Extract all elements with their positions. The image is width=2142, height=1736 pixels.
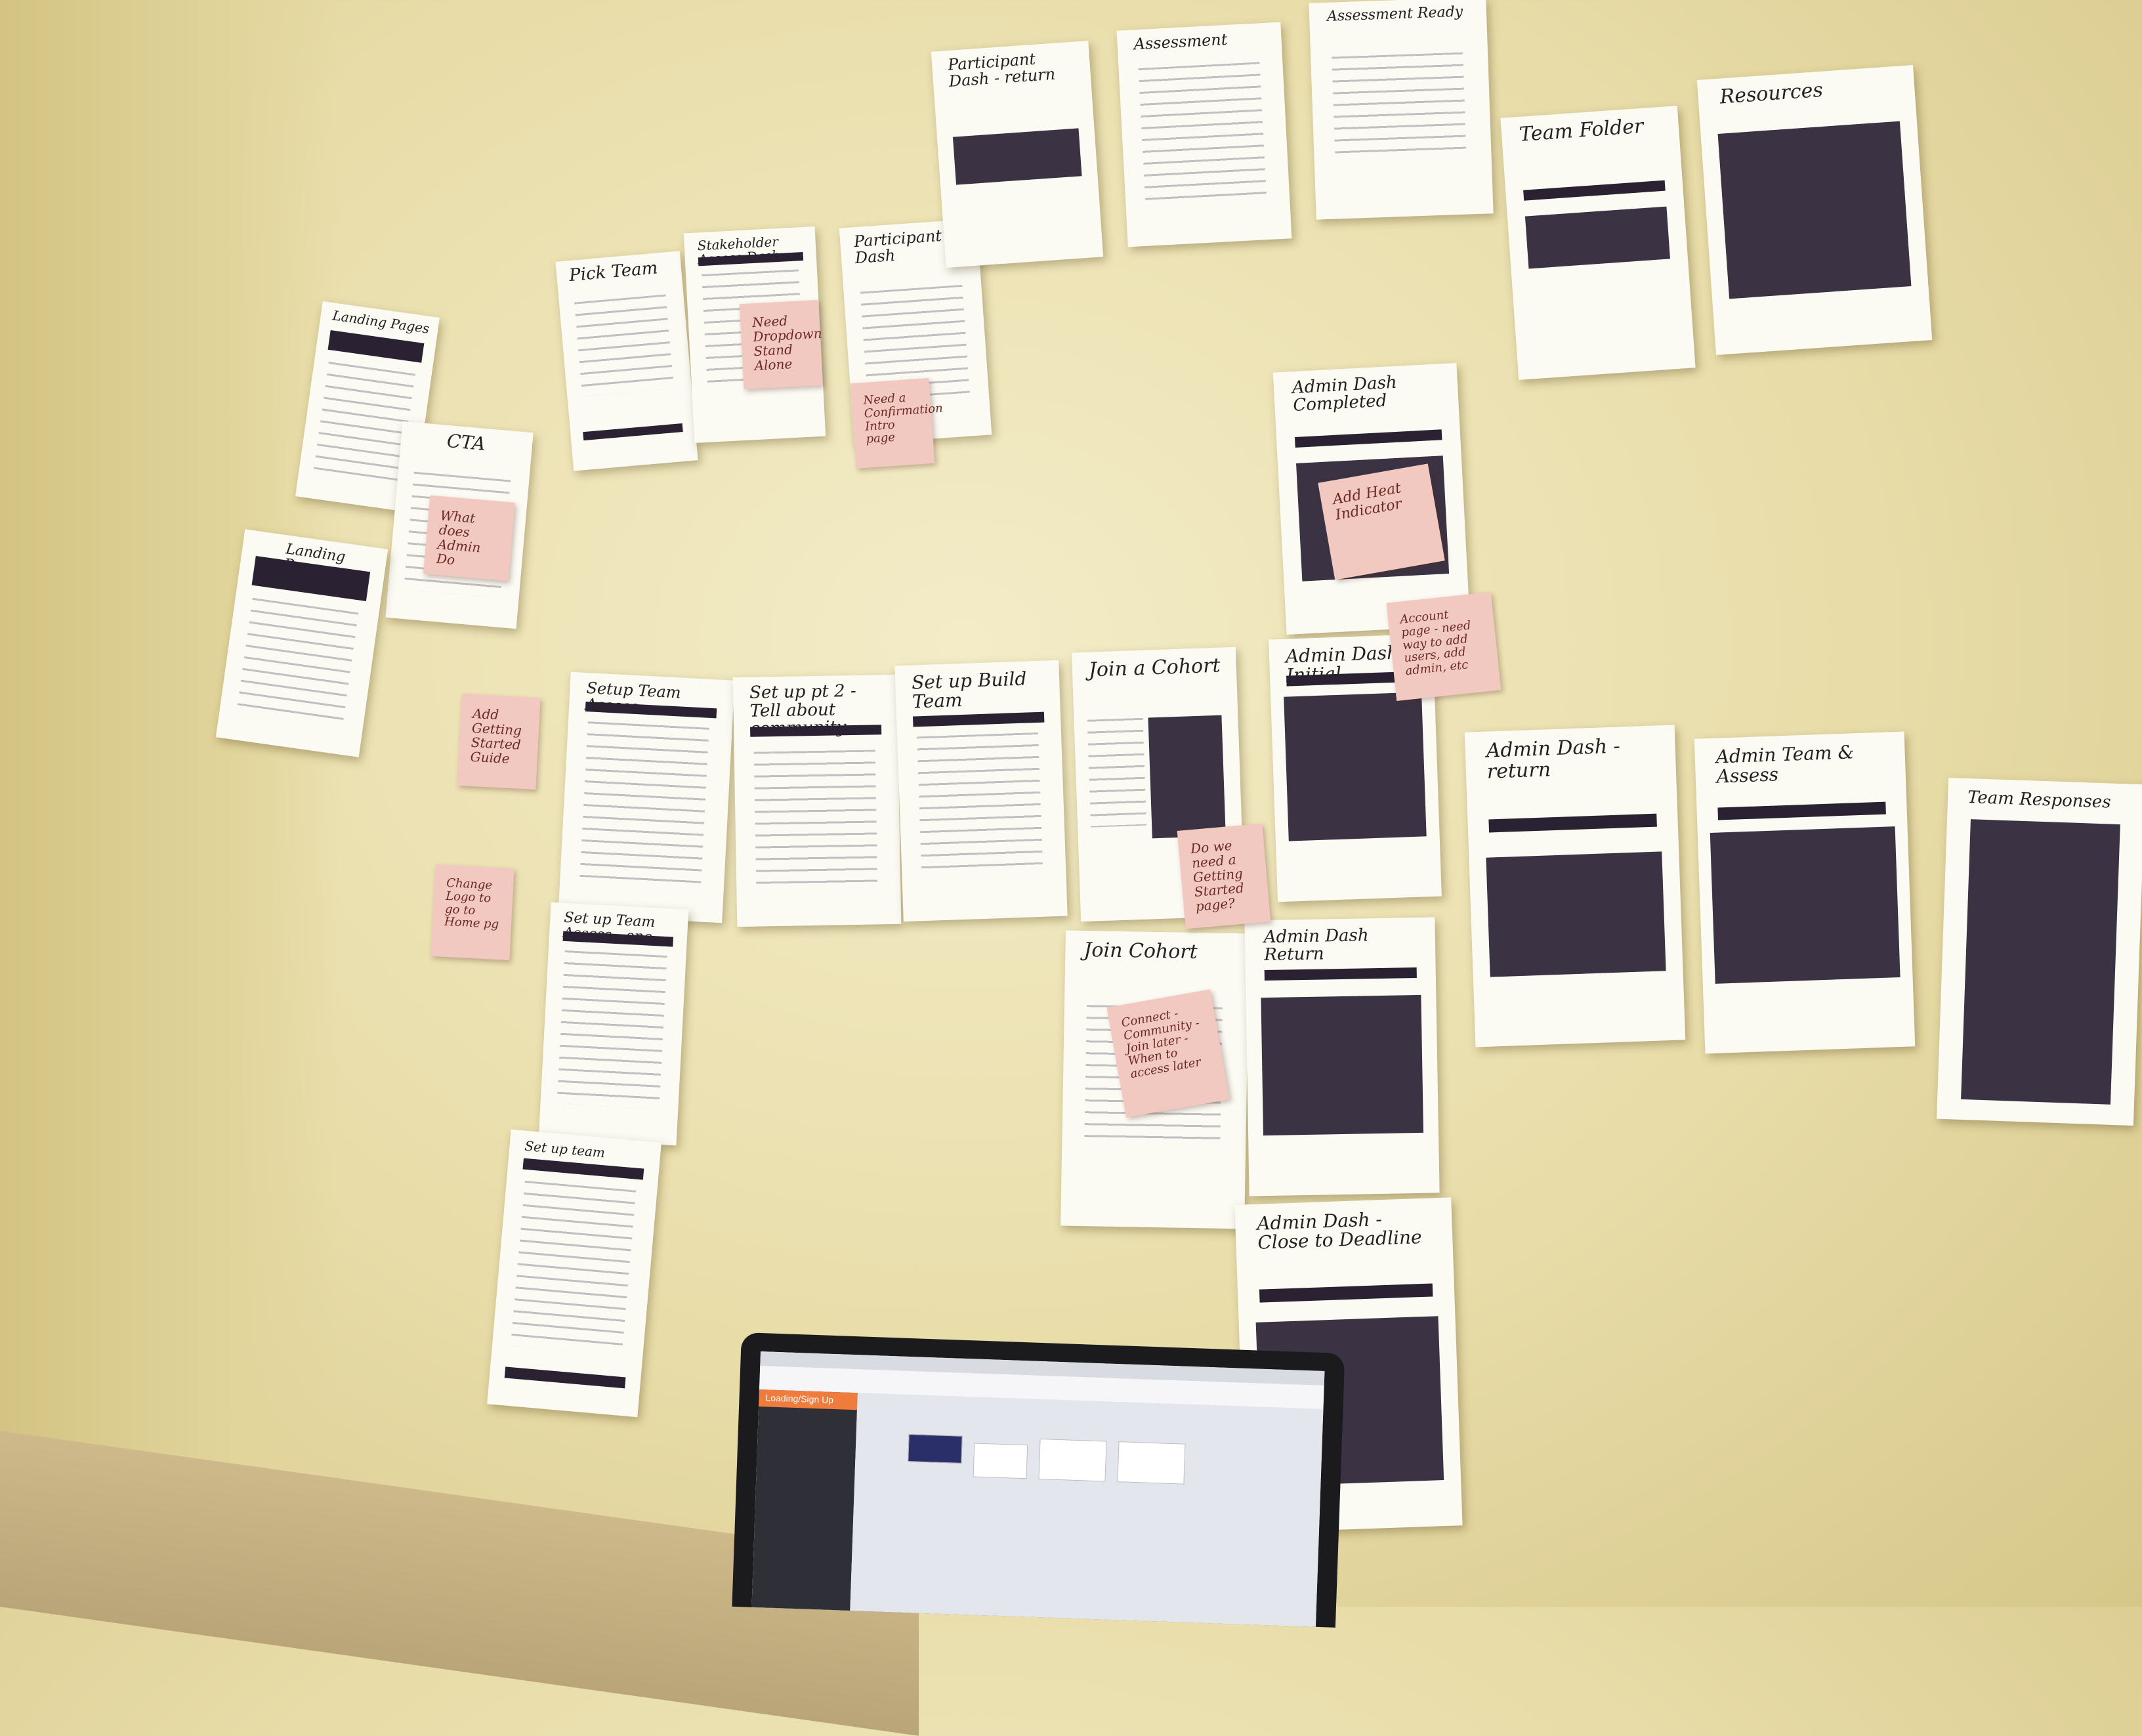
laptop-screen: Loading/Sign Up [751,1351,1325,1627]
sticky-note: Need Dropdown Stand Alone [739,299,823,390]
sheet-label: Resources [1719,78,1824,109]
sheet-content [236,598,359,728]
design-canvas [850,1393,1324,1627]
sheet-label: Team Responses [1967,787,2112,813]
sticky-note: What does Admin Do [423,495,515,582]
sticky-note: Add Heat Indicator [1318,463,1445,580]
sheet-content [556,950,667,1109]
sheet-label: CTA [446,429,487,455]
sheet-content [917,732,1043,878]
sheet-label: Admin Dash Return [1263,925,1369,965]
sheet-banner [912,711,1045,727]
sticky-note: Connect - Community - Join later - When … [1106,989,1230,1118]
sheet-label: Admin Team & Assess [1715,741,1855,788]
sheet-assessment: Assessment [1116,22,1292,247]
sheet-admin-dash-return: Admin Dash - return [1464,725,1686,1048]
sheet-label: Pick Team [568,258,659,286]
sheet-panel [1961,819,2120,1105]
sheet-banner [1294,429,1442,448]
sheet-label: Admin Dash - Close to Deadline [1256,1208,1423,1254]
sheet-content [510,1180,637,1355]
sheet-panel [1147,715,1226,839]
sticky-text: Account page - need way to add users, ad… [1399,608,1472,679]
sheet-label: Admin Dash Completed [1292,372,1398,416]
sticky-note: Add Getting Started Guide [457,693,541,790]
layers-panel: Loading/Sign Up [751,1389,858,1611]
artboard [973,1443,1028,1479]
panel-header: Loading/Sign Up [759,1389,858,1410]
sticky-text: Add Getting Started Guide [470,705,522,767]
sheet-setup-team-assess-one: Set up Team Assess - one [538,902,689,1146]
sheet-panel [1524,206,1670,269]
sheet-resources: Resources [1696,65,1933,355]
artboard [908,1433,963,1464]
sheet-content [1332,52,1467,154]
sheet-banner [1264,967,1417,981]
sheet-admin-team-assess: Admin Team & Assess [1694,731,1916,1054]
sheet-label: Join a Cohort [1088,654,1221,682]
sheet-banner [1717,801,1886,820]
sheet-pick-team: Pick Team [555,251,698,471]
sheet-banner [327,330,425,363]
sheet-setup-team-assess: Setup Team Assess [558,671,735,923]
sticky-text: What does Admin Do [436,507,482,568]
sheet-panel [1717,121,1912,299]
sheet-label: Assessment Ready [1326,3,1463,25]
sheet-label: Team Folder [1519,114,1645,146]
sheet-label: Join Cohort [1083,938,1198,963]
sheet-landing-pages-2: Landing Pages [215,529,388,757]
sheet-content [1138,62,1267,209]
sticky-text: Need Dropdown Stand Alone [751,312,823,374]
panel-title: Loading/Sign Up [765,1392,834,1405]
sheet-panel [1486,851,1666,977]
sheet-banner [1523,180,1666,201]
sticky-text: Connect - Community - Join later - When … [1120,1006,1202,1082]
sticky-note: Account page - need way to add users, ad… [1386,592,1502,701]
sticky-text: Change Logo to go to Home pg [444,876,499,932]
sticky-text: Add Heat Indicator [1331,480,1403,524]
artboard [1117,1441,1186,1485]
sheet-content [1087,717,1147,828]
sheet-banner [1259,1283,1433,1303]
sheet-label: Assessment [1133,30,1228,54]
sheet-setup-team: Set up team [487,1129,662,1418]
sticky-note: Do we need a Getting Started page? [1177,823,1271,929]
artboard [1038,1438,1107,1482]
sheet-panel [1284,692,1427,841]
sticky-text: Do we need a Getting Started page? [1190,837,1245,914]
sheet-label: Set up Build Team [911,667,1027,713]
sheet-setup-build-team: Set up Build Team [894,660,1068,922]
sheet-participant-dash-return: Participant Dash - return [931,41,1104,268]
sheet-panel [952,128,1082,185]
sticky-note: Need a Confirmation Intro page [850,377,943,469]
sheet-footer [504,1366,626,1389]
laptop: Loading/Sign Up [732,1332,1345,1628]
sheet-setup-pt2: Set up pt 2 - Tell about community [732,674,902,927]
sheet-panel [1261,994,1423,1135]
sheet-assessment-ready: Assessment Ready [1309,0,1494,220]
sheet-label: Admin Dash - return [1486,734,1621,784]
sheet-content [579,721,709,886]
sheet-footer [583,423,683,441]
sheet-team-responses: Team Responses [1937,777,2142,1126]
sheet-content [574,294,675,397]
sheet-panel [1710,826,1900,984]
sheet-admin-dash-return-2: Admin Dash Return [1244,917,1440,1196]
wall-shadow [0,0,341,1607]
sheet-content [753,750,878,889]
sheet-label: Participant Dash - return [947,49,1056,91]
sheet-team-folder: Team Folder [1500,106,1696,380]
sheet-banner [1488,813,1657,833]
sticky-note: Change Logo to go to Home pg [430,864,514,961]
